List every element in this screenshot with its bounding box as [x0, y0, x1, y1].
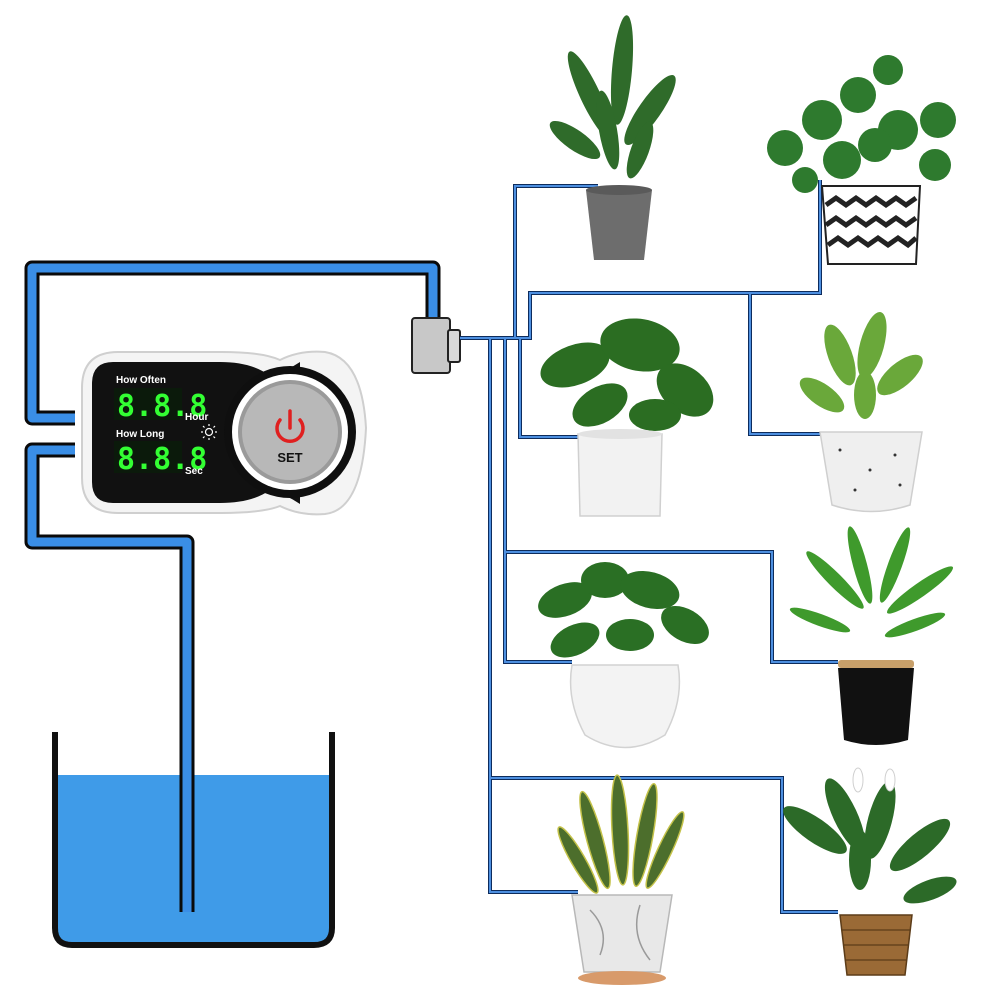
plant-calathea: [799, 312, 923, 513]
distribution-lines: [460, 180, 838, 914]
reservoir-outline: [52, 732, 335, 948]
how-often-label: How Often: [116, 375, 166, 386]
pot-black: [838, 668, 914, 745]
set-label: SET: [277, 450, 302, 465]
timer-controller: How Often 8.8.8 Hour How Long 8.8.8 Sec …: [81, 350, 368, 516]
how-long-label: How Long: [116, 429, 164, 440]
outlet-tube: [24, 260, 441, 426]
plant-bird-of-paradise: [549, 15, 676, 260]
plant-philodendron: [538, 562, 709, 749]
pot-saucer: [578, 971, 666, 985]
sec-unit: Sec: [185, 466, 203, 477]
plant-peace-lily: [783, 767, 957, 976]
intake-tube: [24, 442, 195, 912]
long-digits: 8.8.8: [117, 442, 207, 477]
long-digit-window: [114, 441, 182, 473]
plant-dracaena: [789, 526, 954, 745]
plant-pilea: [767, 55, 956, 265]
plant-snake-plant: [557, 774, 685, 985]
power-icon: [275, 409, 305, 444]
tube-connector: [411, 317, 461, 374]
pot-grey: [586, 190, 652, 260]
sun-icon: [201, 424, 217, 440]
plant-monstera: [540, 318, 714, 517]
pot-white-cylinder: [577, 433, 663, 517]
hour-unit: Hour: [185, 412, 208, 423]
pot-sphere: [569, 664, 681, 749]
often-digits: 8.8.8: [117, 389, 207, 424]
pot-marble: [571, 894, 673, 973]
pot-speckled: [819, 431, 923, 513]
often-digit-window: [114, 388, 182, 420]
